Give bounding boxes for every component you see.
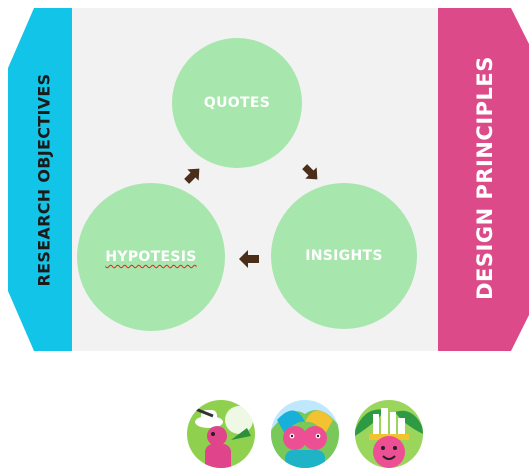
insights-label: INSIGHTS <box>305 248 383 264</box>
arrow-insights-to-hypotesis-icon <box>239 250 259 268</box>
hypotesis-label: HYPOTESIS <box>105 249 197 265</box>
twins-avatar-icon <box>271 400 339 468</box>
quotes-node: QUOTES <box>172 38 302 168</box>
quotes-label: QUOTES <box>203 95 271 111</box>
explorer-avatar-icon <box>187 400 255 468</box>
insights-node: INSIGHTS <box>271 183 417 329</box>
arrow-hypotesis-to-quotes-icon <box>184 168 200 184</box>
research-objectives-tab <box>8 8 72 351</box>
research-objectives-label: RESEARCH OBJECTIVES <box>34 73 54 287</box>
city-mind-avatar-icon <box>355 400 423 468</box>
hypotesis-node: HYPOTESIS <box>77 183 225 331</box>
design-principles-label: DESIGN PRINCIPLES <box>473 56 497 300</box>
arrow-quotes-to-insights-icon <box>302 164 318 180</box>
design-principles-tab <box>438 8 529 351</box>
